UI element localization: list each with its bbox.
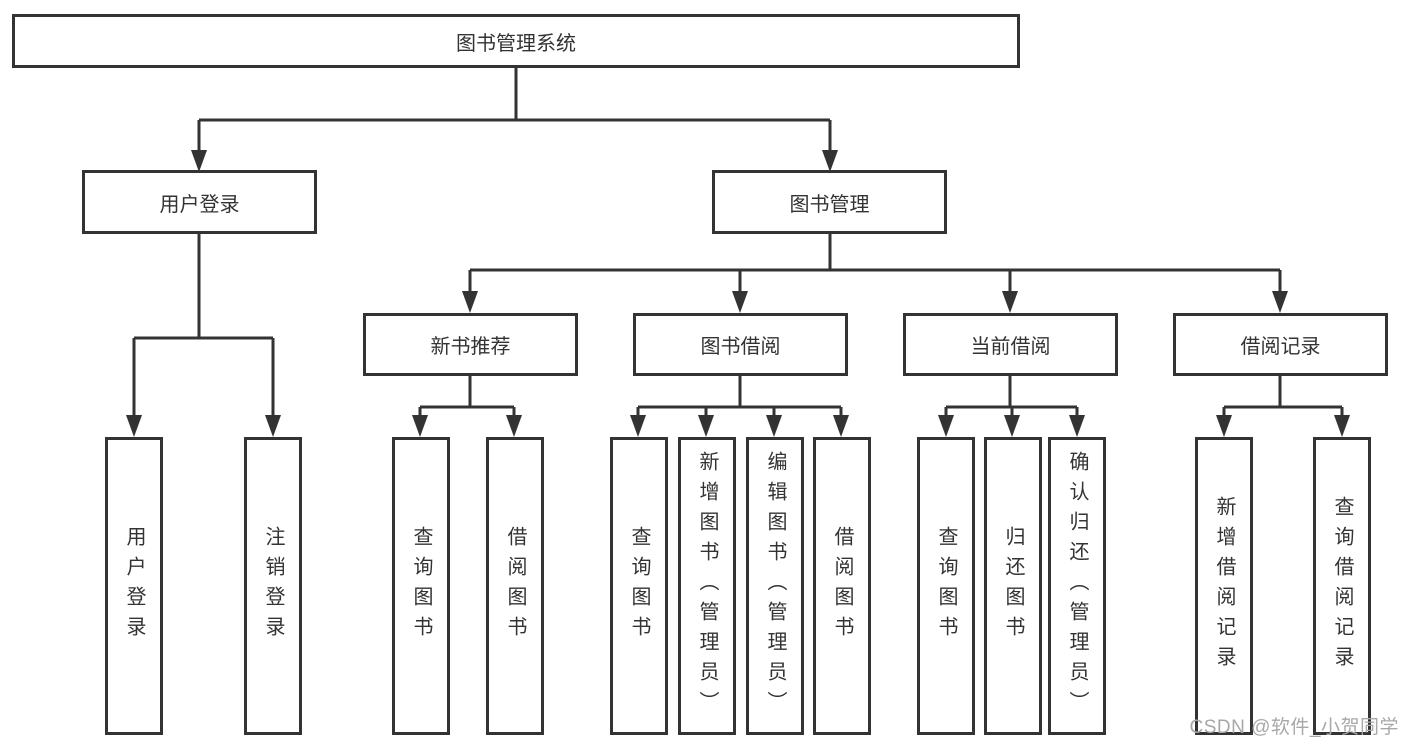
leaf-confirm-return-admin: 确认归还（管理员） (1048, 437, 1106, 735)
node-borrow-records: 借阅记录 (1173, 313, 1388, 376)
leaf-logout: 注销登录 (244, 437, 302, 735)
node-label: 用户登录 (159, 193, 240, 216)
node-label: 查询图书 (628, 526, 650, 646)
arrowhead-icons (126, 150, 1350, 437)
leaf-query-borrow-record: 查询借阅记录 (1313, 437, 1371, 735)
node-library-system: 图书管理系统 (12, 14, 1020, 68)
node-label: 新增图书（管理员） (696, 451, 718, 721)
node-label: 用户登录 (123, 526, 145, 646)
node-user-login: 用户登录 (82, 170, 317, 234)
node-label: 图书借阅 (700, 336, 781, 358)
leaf-query-books-current: 查询图书 (917, 437, 975, 735)
node-label: 查询图书 (410, 526, 432, 646)
node-label: 图书管理 (789, 193, 870, 216)
node-label: 新增借阅记录 (1213, 496, 1235, 676)
leaf-query-books-recommend: 查询图书 (392, 437, 450, 735)
node-label: 编辑图书（管理员） (764, 451, 786, 721)
node-label: 确认归还（管理员） (1066, 451, 1088, 721)
leaf-user-login: 用户登录 (105, 437, 163, 735)
node-new-book-recommend: 新书推荐 (363, 313, 578, 376)
node-label: 归还图书 (1002, 526, 1024, 646)
node-label: 借阅图书 (831, 526, 853, 646)
node-label: 图书管理系统 (456, 32, 576, 55)
node-label: 查询借阅记录 (1331, 496, 1353, 676)
leaf-borrow-books-recommend: 借阅图书 (486, 437, 544, 735)
node-label: 借阅记录 (1240, 336, 1321, 358)
node-label: 借阅图书 (504, 526, 526, 646)
tree-edges (132, 68, 1344, 416)
leaf-edit-books-admin: 编辑图书（管理员） (746, 437, 804, 735)
leaf-query-books-borrow: 查询图书 (610, 437, 668, 735)
node-label: 当前借阅 (970, 336, 1051, 358)
leaf-borrow-books: 借阅图书 (813, 437, 871, 735)
csdn-watermark: CSDN @软件_小贺同学 (1189, 717, 1399, 738)
node-current-borrow: 当前借阅 (903, 313, 1118, 376)
node-label: 新书推荐 (430, 336, 511, 358)
node-label: 注销登录 (262, 526, 284, 646)
leaf-add-books-admin: 新增图书（管理员） (678, 437, 736, 735)
node-book-borrow: 图书借阅 (633, 313, 848, 376)
node-book-management: 图书管理 (712, 170, 947, 234)
leaf-add-borrow-record: 新增借阅记录 (1195, 437, 1253, 735)
node-label: 查询图书 (935, 526, 957, 646)
leaf-return-books: 归还图书 (984, 437, 1042, 735)
